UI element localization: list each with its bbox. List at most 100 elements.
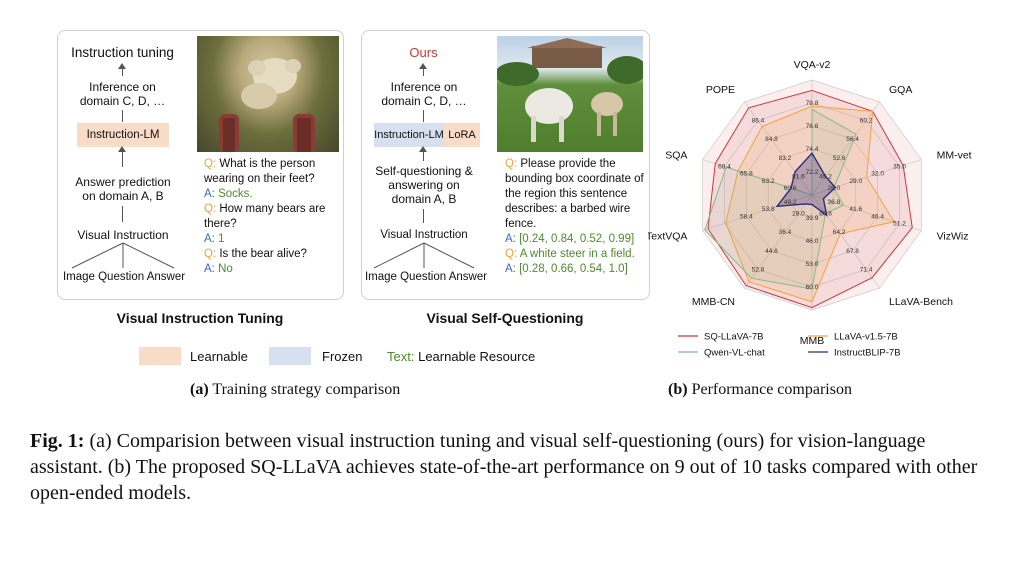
legend-learnable-swatch <box>139 347 181 365</box>
q-mark: Q: <box>204 158 217 170</box>
qa-block-b: Q: Please provide the bounding box coord… <box>505 157 646 277</box>
radar-tick-label: 41.6 <box>849 206 862 213</box>
qa-line: Q: How many bears are there? <box>204 202 344 232</box>
legend-text-label: Text: <box>387 349 415 364</box>
qa-line: Q: What is the person wearing on their f… <box>204 157 344 187</box>
radar-axis-label: VQA-v2 <box>794 59 831 71</box>
lora-box: LoRA <box>444 123 480 147</box>
radar-tick-label: 52.6 <box>833 155 846 162</box>
radar-tick-label: 58.4 <box>740 213 753 220</box>
flow-visual-instruction: Visual Instruction <box>77 228 169 242</box>
radar-tick-label: 72.2 <box>806 169 819 176</box>
question-2: A white steer in a field. <box>519 248 635 260</box>
figure-caption: Fig. 1: (a) Comparision between visual i… <box>30 428 995 506</box>
radar-tick-label: 26.0 <box>828 185 841 192</box>
caption-text: (a) Comparision between visual instructi… <box>30 430 978 504</box>
qa-line: Q: A white steer in a field. <box>505 247 646 262</box>
radar-tick-label: 60.6 <box>819 211 832 218</box>
question-1: Please provide the bounding box coordina… <box>505 158 644 230</box>
radar-tick-label: 49.2 <box>819 173 832 180</box>
radar-tick-label: 46.4 <box>871 213 884 220</box>
radar-tick-label: 49.2 <box>784 199 797 206</box>
qa-block-a: Q: What is the person wearing on their f… <box>204 157 344 277</box>
radar-spoke <box>811 194 922 231</box>
radar-spoke <box>744 194 813 289</box>
legend-text-value: Learnable Resource <box>418 349 536 364</box>
arrow-up <box>118 146 126 167</box>
radar-series-sq-llava-7b <box>707 89 913 309</box>
radar-axis-label: LLaVA-Bench <box>889 296 953 308</box>
radar-tick-label: 32.0 <box>871 171 884 178</box>
radar-chart: 72.274.476.678.849.252.656.460.226.029.0… <box>648 59 972 359</box>
radar-tick-label: 68.4 <box>718 164 731 171</box>
panel-a-title: Visual Instruction Tuning <box>116 310 284 326</box>
radar-tick-label: 46.0 <box>806 238 819 245</box>
teddy-bear-photo <box>197 36 339 152</box>
answer-1: Socks. <box>218 188 253 200</box>
flow-inference: Inference on domain C, D, … <box>381 80 467 108</box>
radar-tick-label: 35.0 <box>893 164 906 171</box>
a-mark: A: <box>505 263 516 275</box>
radar-tick-label: 28.0 <box>792 211 805 218</box>
radar-axis-label: SQA <box>665 150 687 162</box>
radar-series-instructblip-7b <box>775 152 837 217</box>
radar-spoke <box>811 194 880 289</box>
arrow-up <box>118 63 126 76</box>
radar-tick-label: 39.9 <box>806 215 819 222</box>
radar-tick-label: 36.4 <box>779 229 792 236</box>
a-mark: A: <box>204 188 215 200</box>
radar-tick-label: 51.2 <box>893 220 906 227</box>
flow-ours: Ours <box>409 45 438 60</box>
cattle-field-photo <box>495 36 647 152</box>
radar-legend-label: Qwen-VL-chat <box>704 348 765 359</box>
flow-answer-prediction: Answer prediction on domain A, B <box>75 175 171 203</box>
flow-image-question-answer: Image Question Answer <box>364 271 488 283</box>
radar-legend-label: SQ-LLaVA-7B <box>704 332 764 343</box>
radar-tick-label: 81.6 <box>792 173 805 180</box>
qa-line: A: Socks. <box>204 187 344 202</box>
arrow-up <box>419 63 427 76</box>
a-mark: A: <box>505 233 516 245</box>
radar-axis-label: GQA <box>889 84 912 96</box>
radar-axis-label: MM-vet <box>937 150 972 162</box>
connector <box>423 209 424 223</box>
subcaption-a-text: Training strategy comparison <box>212 381 401 398</box>
radar-tick-label: 60.2 <box>860 118 873 125</box>
radar-tick-label: 64.2 <box>833 229 846 236</box>
radar-axis-label: POPE <box>706 84 735 96</box>
question-2: How many bears are there? <box>204 203 326 230</box>
radar-tick-label: 60.0 <box>806 284 819 291</box>
answer-2: 1 <box>218 233 225 245</box>
radar-tick-label: 52.8 <box>752 266 765 273</box>
instruction-lm-box: Instruction-LM <box>77 123 169 147</box>
question-3: Is the bear alive? <box>219 248 307 260</box>
qa-line: A: No <box>204 262 344 277</box>
a-mark: A: <box>204 233 215 245</box>
flow-visual-instruction: Visual Instruction <box>380 229 468 241</box>
flow-inference: Inference on domain C, D, … <box>79 80 166 108</box>
subcaption-b-text: Performance comparison <box>691 381 852 398</box>
answer-3: No <box>218 263 233 275</box>
subcaption-a: (a) Training strategy comparison <box>190 381 400 399</box>
subcaption-b-label: (b) <box>668 381 688 398</box>
radar-tick-label: 78.8 <box>806 100 819 107</box>
radar-spoke <box>744 101 813 196</box>
radar-tick-label: 63.2 <box>762 178 775 185</box>
answer-2: [0.28, 0.66, 0.54, 1.0] <box>519 263 628 275</box>
connector <box>423 110 424 122</box>
q-mark: Q: <box>204 248 217 260</box>
connector <box>122 206 123 222</box>
radar-tick-label: 76.6 <box>806 123 819 130</box>
qa-line: A: [0.28, 0.66, 0.54, 1.0] <box>505 262 646 277</box>
radar-tick-label: 83.2 <box>779 155 792 162</box>
answer-1: [0.24, 0.84, 0.52, 0.99] <box>519 233 635 245</box>
radar-legend-label: LLaVA-v1.5-7B <box>834 332 898 343</box>
radar-spoke <box>811 101 880 196</box>
radar-tick-label: 29.0 <box>849 178 862 185</box>
radar-tick-label: 86.4 <box>752 118 765 125</box>
q-mark: Q: <box>505 158 518 170</box>
question-1: What is the person wearing on their feet… <box>204 158 316 185</box>
fan-lines <box>373 242 475 269</box>
legend-learnable-label: Learnable <box>190 349 248 364</box>
caption-label: Fig. 1: <box>30 430 85 452</box>
